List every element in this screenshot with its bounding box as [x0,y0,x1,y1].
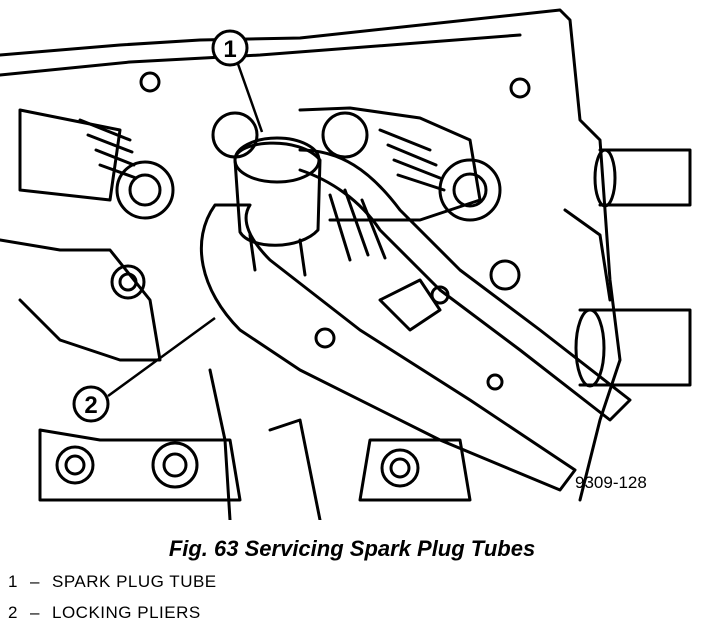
legend-dash: – [30,572,40,591]
figure-caption: Fig. 63 Servicing Spark Plug Tubes [168,536,536,561]
locking-pliers [199,203,577,492]
legend-number: 1 [8,572,18,591]
engine-illustration: 1 2 9309-128 [0,8,692,520]
legend-text: LOCKING PLIERS [52,603,201,622]
callout-2: 2 [72,316,216,423]
legend-dash: – [30,603,40,622]
callout-1: 1 [211,29,264,133]
legend-text: SPARK PLUG TUBE [52,572,217,591]
legend-item-2: 2–LOCKING PLIERS [8,603,201,623]
head-outline [0,8,622,502]
callout-2-label: 2 [84,392,97,419]
callout-1-label: 1 [223,36,236,63]
legend-number: 2 [8,603,18,622]
figure-code: 9309-128 [575,473,647,492]
legend-item-1: 1–SPARK PLUG TUBE [8,572,217,592]
